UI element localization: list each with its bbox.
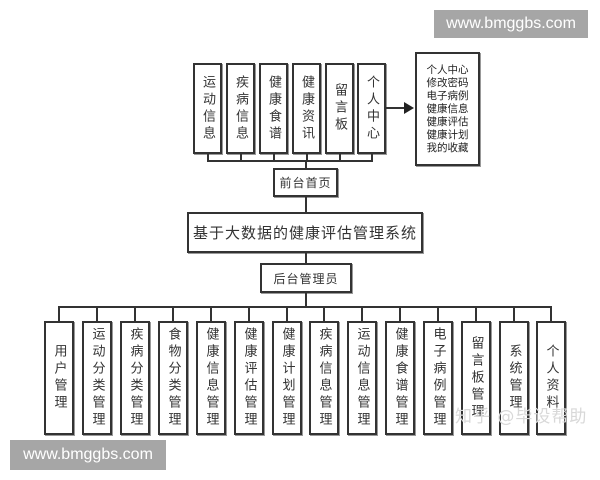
connector bbox=[96, 306, 98, 321]
frontend-module-exercise-info: 运动信息 bbox=[193, 63, 222, 154]
backend-module-food-category-mgmt: 食物分类管理 bbox=[158, 321, 188, 435]
faint-watermark: 知乎 @毕设帮助 bbox=[455, 407, 588, 427]
frontend-bus-line bbox=[207, 160, 373, 162]
connector bbox=[210, 306, 212, 321]
connector bbox=[134, 306, 136, 321]
connector bbox=[437, 306, 439, 321]
backend-module-health-assessment-mgmt: 健康评估管理 bbox=[234, 321, 264, 435]
backend-module-disease-info-mgmt: 疾病信息管理 bbox=[309, 321, 339, 435]
connector bbox=[248, 306, 250, 321]
backend-module-health-recipe-mgmt: 健康食谱管理 bbox=[385, 321, 415, 435]
node-label: 前台首页 bbox=[279, 176, 332, 190]
connector bbox=[305, 197, 307, 212]
detail-item: 健康计划 bbox=[426, 128, 469, 141]
module-label: 留言板管理 bbox=[468, 335, 484, 421]
backend-module-health-info-mgmt: 健康信息管理 bbox=[196, 321, 226, 435]
module-label: 健康食谱管理 bbox=[392, 327, 408, 429]
module-label: 疾病信息 bbox=[233, 74, 248, 143]
system-title: 基于大数据的健康评估管理系统 bbox=[192, 224, 417, 242]
system-title-node: 基于大数据的健康评估管理系统 bbox=[187, 212, 423, 253]
frontend-module-health-news: 健康资讯 bbox=[292, 63, 321, 154]
connector bbox=[240, 154, 242, 161]
connector bbox=[172, 306, 174, 321]
detail-item: 我的收藏 bbox=[426, 141, 469, 154]
backend-bus-line bbox=[58, 306, 552, 308]
frontend-module-disease-info: 疾病信息 bbox=[226, 63, 255, 154]
connector bbox=[305, 253, 307, 263]
connector bbox=[371, 154, 373, 161]
module-label: 用户管理 bbox=[51, 344, 67, 412]
connector bbox=[475, 306, 477, 321]
connector bbox=[273, 154, 275, 161]
backend-module-exercise-category-mgmt: 运动分类管理 bbox=[82, 321, 112, 435]
frontend-module-personal-center: 个人中心 bbox=[357, 63, 386, 154]
connector bbox=[58, 306, 60, 321]
detail-item: 健康评估 bbox=[426, 115, 469, 128]
module-label: 健康评估管理 bbox=[241, 327, 257, 429]
connector bbox=[399, 306, 401, 321]
backend-module-system-mgmt: 系统管理 bbox=[499, 321, 529, 435]
module-label: 运动分类管理 bbox=[89, 327, 105, 429]
module-label: 个人资料 bbox=[543, 344, 559, 412]
backend-module-health-plan-mgmt: 健康计划管理 bbox=[272, 321, 302, 435]
watermark-bottom-left: www.bmggbs.com bbox=[10, 440, 166, 470]
frontend-module-health-recipe: 健康食谱 bbox=[259, 63, 288, 154]
connector bbox=[323, 306, 325, 321]
module-label: 健康资讯 bbox=[299, 74, 314, 143]
detail-item: 健康信息 bbox=[426, 102, 469, 115]
connector bbox=[305, 293, 307, 307]
module-label: 食物分类管理 bbox=[165, 327, 181, 429]
module-label: 疾病分类管理 bbox=[127, 327, 143, 429]
arrow-line bbox=[386, 107, 406, 109]
module-label: 健康食谱 bbox=[266, 74, 281, 143]
connector bbox=[550, 306, 552, 321]
node-label: 后台管理员 bbox=[273, 271, 339, 286]
module-label: 留言板 bbox=[332, 83, 347, 134]
connector bbox=[305, 160, 307, 168]
personal-center-details-box: 个人中心 修改密码 电子病例 健康信息 健康评估 健康计划 我的收藏 bbox=[415, 52, 480, 166]
module-label: 个人中心 bbox=[364, 74, 379, 143]
detail-item: 个人中心 bbox=[426, 63, 469, 76]
module-label: 运动信息 bbox=[200, 74, 215, 143]
watermark-top-right: www.bmggbs.com bbox=[434, 10, 588, 38]
backend-module-user-mgmt: 用户管理 bbox=[44, 321, 74, 435]
frontend-module-message-board: 留言板 bbox=[325, 63, 354, 154]
backend-admin-node: 后台管理员 bbox=[260, 263, 352, 293]
connector bbox=[207, 154, 209, 161]
backend-module-disease-category-mgmt: 疾病分类管理 bbox=[120, 321, 150, 435]
backend-module-personal-profile: 个人资料 bbox=[536, 321, 566, 435]
module-label: 健康计划管理 bbox=[279, 327, 295, 429]
module-label: 运动信息管理 bbox=[354, 327, 370, 429]
module-label: 健康信息管理 bbox=[203, 327, 219, 429]
backend-module-message-board-mgmt: 留言板管理 bbox=[461, 321, 491, 435]
connector bbox=[286, 306, 288, 321]
connector bbox=[513, 306, 515, 321]
module-label: 电子病例管理 bbox=[430, 327, 446, 429]
frontend-home-node: 前台首页 bbox=[273, 168, 338, 197]
backend-module-exercise-info-mgmt: 运动信息管理 bbox=[347, 321, 377, 435]
module-label: 疾病信息管理 bbox=[316, 327, 332, 429]
connector bbox=[361, 306, 363, 321]
detail-item: 电子病例 bbox=[426, 89, 469, 102]
module-label: 系统管理 bbox=[506, 344, 522, 412]
connector bbox=[339, 154, 341, 161]
backend-module-medical-record-mgmt: 电子病例管理 bbox=[423, 321, 453, 435]
detail-item: 修改密码 bbox=[426, 76, 469, 89]
connector bbox=[306, 154, 308, 161]
arrow-right-icon bbox=[404, 102, 414, 114]
